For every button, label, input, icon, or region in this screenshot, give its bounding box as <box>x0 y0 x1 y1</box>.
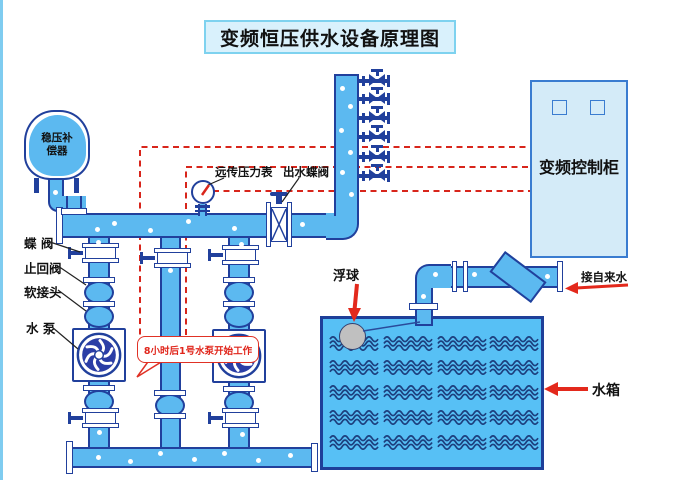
bubble-dot <box>349 192 354 197</box>
label-water-tank: 水箱 <box>592 383 620 399</box>
label-check-valve: 止回阀 <box>24 261 62 276</box>
pump2-checkvalve-flange-bottom <box>223 301 255 307</box>
branch-tap-6 <box>359 164 397 190</box>
pump1-checkvalve-flange-bottom <box>83 301 115 307</box>
bubble-dot <box>148 228 153 233</box>
stabilizer-tank: 稳压补 偿器 <box>24 110 90 180</box>
branch-tap-5 <box>359 145 397 171</box>
label-butterfly-valve: 蝶 阀 <box>24 236 54 251</box>
branch-tap-4 <box>359 125 397 151</box>
bubble-dot <box>95 227 100 232</box>
bubble-dot <box>240 432 245 437</box>
inlet-end-cap <box>557 261 563 292</box>
gauge-stem-tick2 <box>195 209 210 212</box>
inlet-flange-a <box>452 261 457 292</box>
bubble-dot <box>97 430 102 435</box>
diagram-title: 变频恒压供水设备原理图 <box>204 20 456 54</box>
pump-schedule-callout: 8小时后1号水泵开始工作 <box>137 336 259 363</box>
header-elbow <box>326 213 359 240</box>
label-float-ball: 浮球 <box>333 269 360 284</box>
page-edge-line <box>0 0 3 480</box>
bubble-dot <box>168 268 173 273</box>
inlet-flange-b <box>463 261 468 292</box>
bubble-dot <box>472 272 477 277</box>
bubble-dot <box>186 219 191 224</box>
outlet-valve-flange-right <box>287 202 292 247</box>
cabinet-indicator-left <box>552 100 567 115</box>
pump1-soft-joint <box>84 305 114 328</box>
pump2-top-butterfly-valve <box>208 245 259 265</box>
bubble-dot <box>192 457 197 462</box>
middle-flange-bottom <box>154 413 186 419</box>
bubble-dot <box>128 459 133 464</box>
stabilizer-leg-right <box>74 178 79 193</box>
bubble-dot <box>96 240 101 245</box>
pump1-top-butterfly-valve <box>68 243 119 263</box>
bubble-dot <box>339 128 344 133</box>
bubble-dot <box>288 453 293 458</box>
bubble-dot <box>300 222 305 227</box>
bubble-dot <box>348 104 353 109</box>
pump2-bottom-butterfly-valve <box>208 408 259 428</box>
label-water-pump: 水 泵 <box>26 321 56 336</box>
cabinet-label: 变频控制柜 <box>538 158 619 177</box>
inlet-elbow <box>415 264 451 288</box>
branch-tap-2 <box>359 87 397 113</box>
pump1-bottom-flange <box>83 385 115 391</box>
middle-flange-top <box>154 390 186 396</box>
outlet-valve-stem <box>276 195 282 204</box>
label-outlet-butterfly-valve: 出水蝶阀 <box>283 165 329 179</box>
bubble-dot <box>433 272 438 277</box>
stabilizer-drop-flange <box>61 208 87 215</box>
outlet-valve-body <box>271 207 287 242</box>
middle-butterfly-valve <box>140 248 191 268</box>
pump1-checkvalve-flange-top <box>83 277 115 283</box>
pump1-impeller-icon <box>76 332 122 378</box>
suction-tank-flange <box>311 443 318 472</box>
gauge-stem-tick1 <box>195 205 210 208</box>
bubble-dot <box>53 190 58 195</box>
pressure-gauge-dial <box>191 180 215 204</box>
float-ball <box>339 323 366 350</box>
bubble-dot <box>340 170 345 175</box>
pump2-soft-joint <box>224 305 254 328</box>
bubble-dot <box>96 455 101 460</box>
pump2-bottom-flange <box>223 386 255 392</box>
drop-pipe-flange <box>409 303 438 310</box>
suction-end-flange <box>66 441 73 474</box>
bubble-dot <box>112 221 117 226</box>
label-soft-joint: 软接头 <box>24 285 62 300</box>
bubble-dot <box>340 86 345 91</box>
stabilizer-label-line2: 偿器 <box>46 145 68 157</box>
main-riser-pipe <box>334 74 359 216</box>
pump2-checkvalve-flange-top <box>223 277 255 283</box>
outlet-valve-handle <box>270 192 288 196</box>
bubble-dot <box>232 226 237 231</box>
cabinet-indicator-right <box>590 100 605 115</box>
stabilizer-outlet-pipe <box>48 174 64 200</box>
pump1-bottom-butterfly-valve <box>68 408 119 428</box>
bubble-dot <box>421 294 426 299</box>
bubble-dot <box>545 274 550 279</box>
bubble-dot <box>256 458 261 463</box>
branch-tap-3 <box>359 106 397 132</box>
water-pump-1-body <box>72 328 126 382</box>
label-tap-water: 接自来水 <box>581 270 627 284</box>
bubble-dot <box>222 451 227 456</box>
label-remote-pressure-gauge: 远传压力表 <box>215 165 273 179</box>
branch-tap-1 <box>359 69 397 95</box>
bubble-dot <box>239 242 244 247</box>
bubble-dot <box>158 451 163 456</box>
stabilizer-label-line1: 稳压补 <box>41 132 73 144</box>
vfd-control-cabinet: 变频控制柜 <box>530 80 628 258</box>
bubble-dot <box>348 150 353 155</box>
stabilizer-leg-left <box>34 178 39 193</box>
outlet-valve-flange-left <box>266 202 271 247</box>
